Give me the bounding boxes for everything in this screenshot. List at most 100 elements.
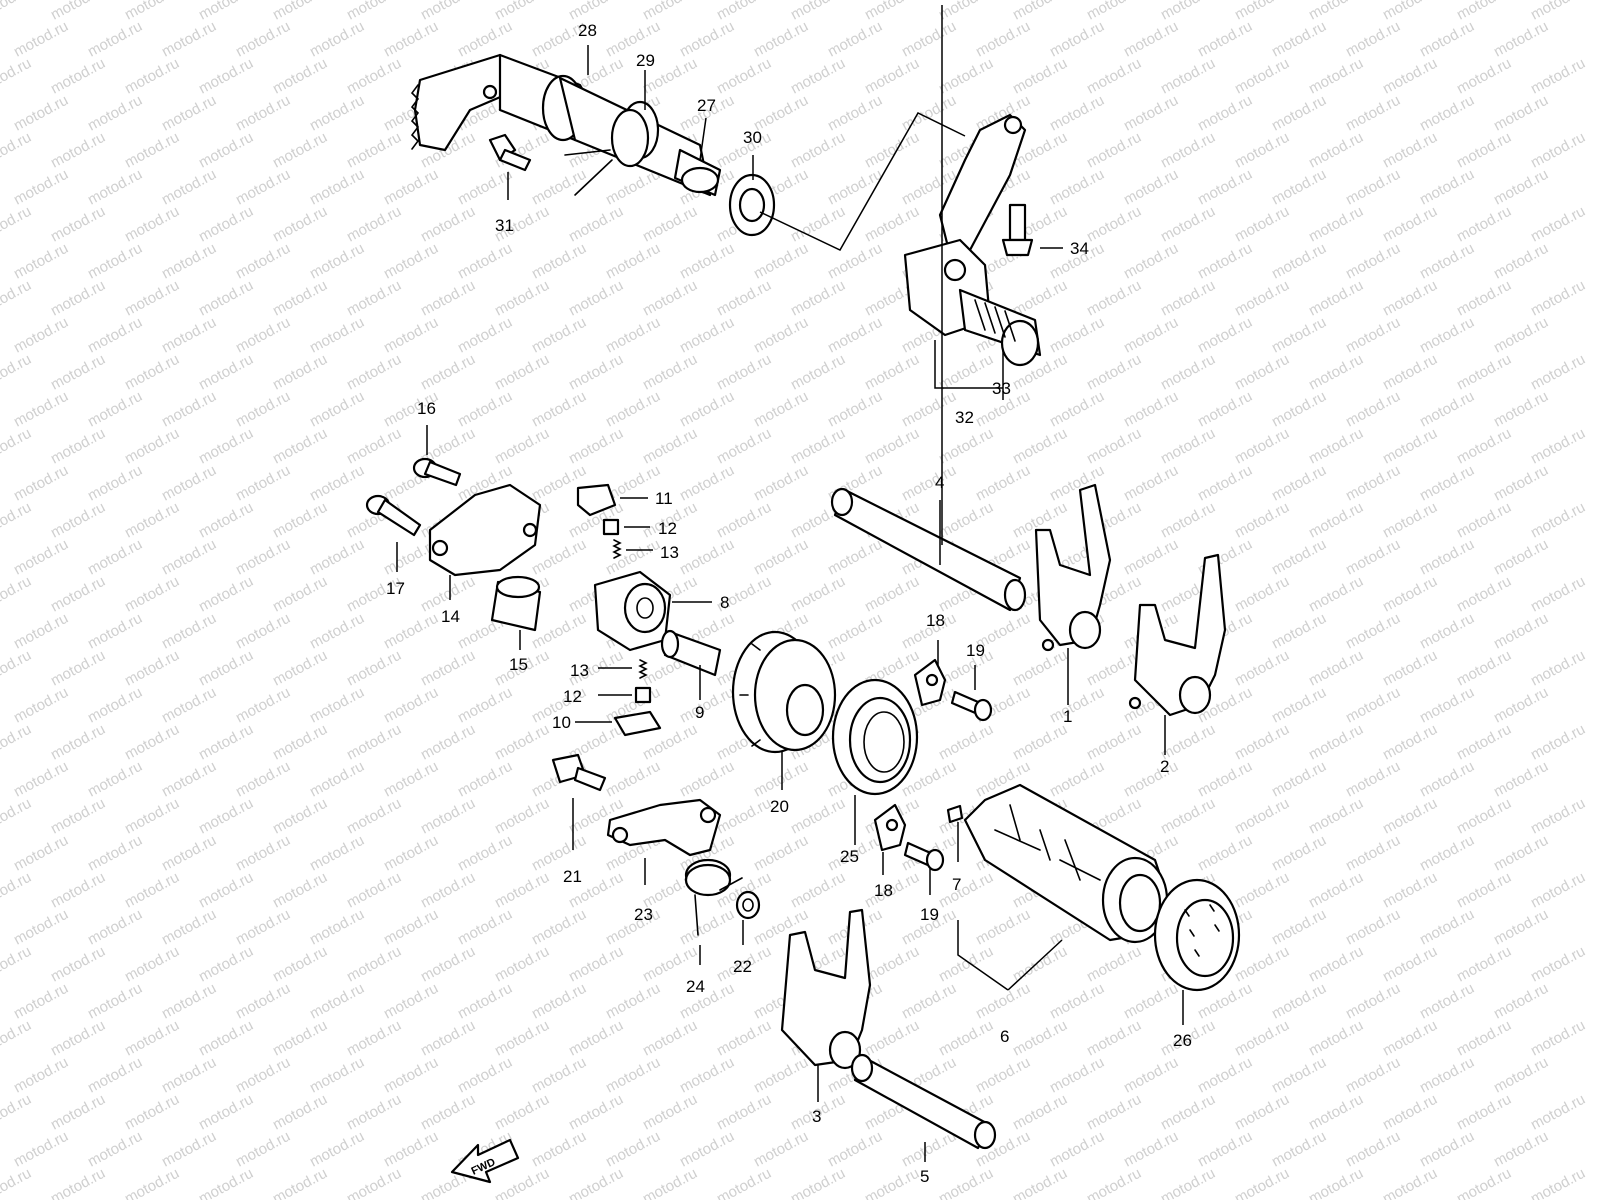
callout-26[interactable]: 26 [1173,1031,1192,1050]
watermark-text: motod.ru [85,462,145,505]
watermark-text: motod.ru [566,1091,626,1134]
watermark-text: motod.ru [196,277,256,320]
watermark-text: motod.ru [159,92,219,135]
callout-17[interactable]: 17 [386,579,405,598]
watermark-text: motod.ru [344,351,404,394]
callout-27[interactable]: 27 [697,96,716,115]
watermark-text: motod.ru [381,758,441,801]
callout-33[interactable]: 33 [992,379,1011,398]
watermark-text: motod.ru [1343,536,1403,579]
watermark-text: motod.ru [418,795,478,838]
callout-14[interactable]: 14 [441,607,460,626]
watermark-text: motod.ru [85,832,145,875]
callout-34[interactable]: 34 [1070,239,1089,258]
callout-7[interactable]: 7 [952,875,961,894]
callout-5[interactable]: 5 [920,1167,929,1186]
watermark-text: motod.ru [196,869,256,912]
watermark-text: motod.ru [1417,166,1477,209]
watermark-text: motod.ru [1528,1165,1588,1200]
watermark-text: motod.ru [196,499,256,542]
callout-4[interactable]: 4 [935,473,944,492]
callout-2[interactable]: 2 [1160,757,1169,776]
watermark-text: motod.ru [492,869,552,912]
callout-6[interactable]: 6 [1000,1027,1009,1046]
callout-8[interactable]: 8 [720,593,729,612]
watermark-text: motod.ru [233,462,293,505]
watermark-text: motod.ru [0,203,34,246]
watermark-text: motod.ru [1195,1128,1255,1171]
watermark-text: motod.ru [936,1165,996,1200]
watermark-text: motod.ru [1306,573,1366,616]
watermark-text: motod.ru [233,684,293,727]
watermark-text: motod.ru [862,943,922,986]
watermark-text: motod.ru [1269,388,1329,431]
watermark-text: motod.ru [233,18,293,61]
callout-15[interactable]: 15 [509,655,528,674]
watermark-text: motod.ru [1454,55,1514,98]
callout-12-lower[interactable]: 12 [563,687,582,706]
callout-32[interactable]: 32 [955,408,974,427]
watermark-text: motod.ru [381,166,441,209]
callout-19-upper[interactable]: 19 [966,641,985,660]
watermark-text: motod.ru [48,351,108,394]
watermark-text: motod.ru [48,203,108,246]
callout-30[interactable]: 30 [743,128,762,147]
watermark-text: motod.ru [1232,795,1292,838]
callout-11[interactable]: 11 [655,489,673,508]
callout-1[interactable]: 1 [1063,707,1072,726]
watermark-text: motod.ru [566,351,626,394]
callout-9[interactable]: 9 [695,703,704,722]
watermark-text: motod.ru [492,721,552,764]
watermark-text: motod.ru [1306,203,1366,246]
callout-25[interactable]: 25 [840,847,859,866]
watermark-text: motod.ru [936,499,996,542]
watermark-text: motod.ru [48,55,108,98]
callout-18-upper[interactable]: 18 [926,611,945,630]
watermark-text: motod.ru [11,906,71,949]
callout-28[interactable]: 28 [578,21,597,40]
watermark-text: motod.ru [196,203,256,246]
shaft-part-9 [660,629,722,677]
watermark-text: motod.ru [1158,795,1218,838]
callout-23[interactable]: 23 [634,905,653,924]
callout-12-upper[interactable]: 12 [658,519,677,538]
pin-part-12-lower [634,686,652,704]
callout-21[interactable]: 21 [563,867,582,886]
watermark-text: motod.ru [1380,943,1440,986]
watermark-text: motod.ru [751,240,811,283]
callout-3[interactable]: 3 [812,1107,821,1126]
watermark-text: motod.ru [48,129,108,172]
watermark-text: motod.ru [0,499,34,542]
callout-13-lower[interactable]: 13 [570,661,589,680]
watermark-text: motod.ru [159,18,219,61]
callout-16[interactable]: 16 [417,399,436,418]
watermark-text: motod.ru [1121,314,1181,357]
callout-29[interactable]: 29 [636,51,655,70]
callout-19-lower[interactable]: 19 [920,905,939,924]
callout-10[interactable]: 10 [552,713,571,732]
watermark-text: motod.ru [307,610,367,653]
callout-13-upper[interactable]: 13 [660,543,679,562]
watermark-text: motod.ru [1417,1054,1477,1097]
watermark-text: motod.ru [825,1128,885,1171]
watermark-text: motod.ru [344,943,404,986]
watermark-text: motod.ru [270,203,330,246]
watermark-text: motod.ru [1269,166,1329,209]
watermark-text: motod.ru [1195,18,1255,61]
watermark-text: motod.ru [1047,684,1107,727]
watermark-text: motod.ru [714,1165,774,1200]
watermark-text: motod.ru [0,0,34,24]
watermark-text: motod.ru [455,906,515,949]
callout-20[interactable]: 20 [770,797,789,816]
watermark-text: motod.ru [1269,906,1329,949]
watermark-text: motod.ru [751,388,811,431]
leader-lines [396,5,1184,1162]
callout-22[interactable]: 22 [733,957,752,976]
watermark-text: motod.ru [1158,277,1218,320]
watermark-text: motod.ru [1010,647,1070,690]
callout-18-lower[interactable]: 18 [874,881,893,900]
callout-24[interactable]: 24 [686,977,705,996]
watermark-text: motod.ru [1084,721,1144,764]
callout-31[interactable]: 31 [495,216,514,235]
watermark-text: motod.ru [0,869,34,912]
